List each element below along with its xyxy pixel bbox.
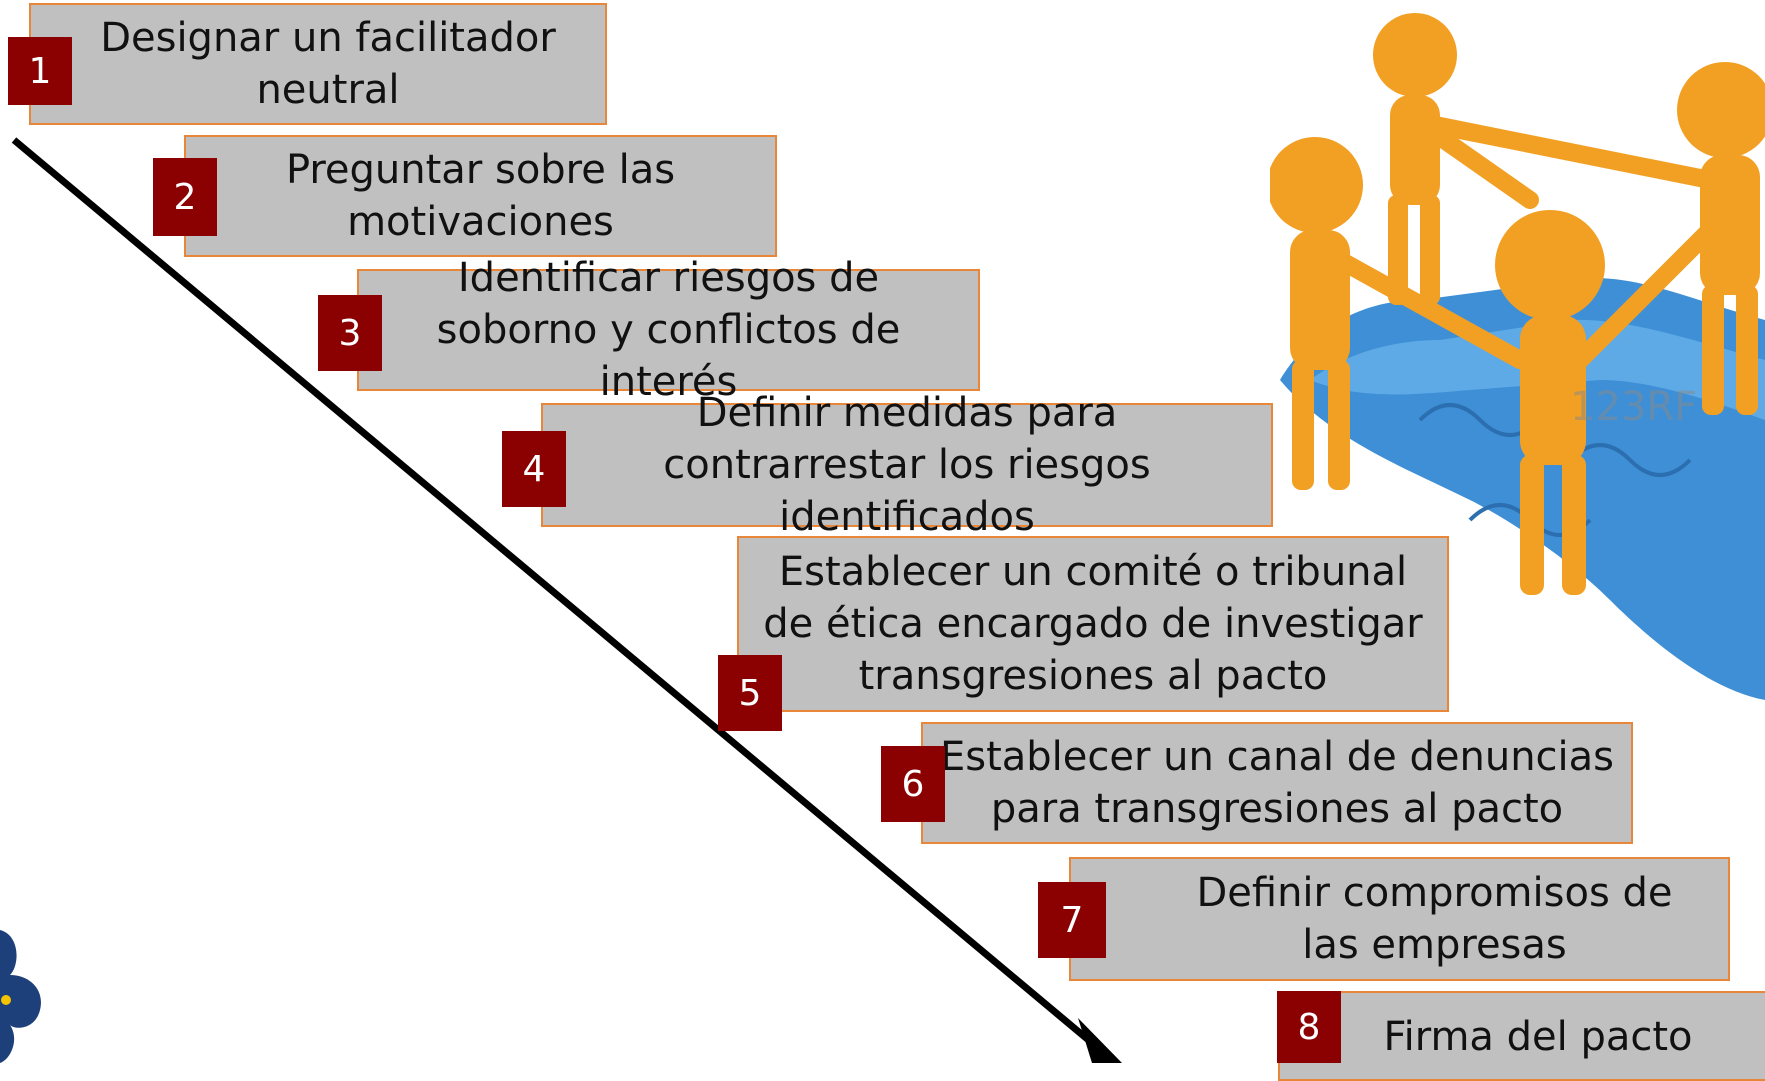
step-2-box: Preguntar sobre las motivaciones — [184, 135, 777, 257]
step-6-number: 6 — [881, 746, 945, 822]
step-3-box: Identificar riesgos de soborno y conflic… — [357, 255, 980, 405]
step-4-box: Definir medidas para contrarrestar los r… — [541, 390, 1273, 540]
step-1-box: Designar un facilitador neutral — [29, 3, 607, 125]
step-8-label: Firma del pacto — [1383, 1014, 1693, 1060]
illustration-watermark: 123RF — [1570, 384, 1697, 430]
step-7-box: Definir compromisos de las empresas — [1069, 857, 1730, 981]
step-2-number: 2 — [153, 158, 217, 236]
logo-icon — [0, 930, 41, 1063]
step-3-label: Identificar riesgos de soborno y conflic… — [436, 255, 901, 405]
step-6-label: Establecer un canal de denuncias para tr… — [939, 734, 1615, 832]
step-8-box: Firma del pacto — [1278, 991, 1765, 1081]
step-8-number: 8 — [1277, 991, 1341, 1063]
team-puzzle-illustration: 123RF — [1270, 13, 1765, 700]
step-5-label: Establecer un comité o tribunal de ética… — [763, 549, 1423, 699]
step-4-label: Definir medidas para contrarrestar los r… — [663, 390, 1151, 540]
step-5-box: Establecer un comité o tribunal de ética… — [737, 536, 1449, 712]
step-7-label: Definir compromisos de las empresas — [1196, 870, 1673, 968]
step-2-label: Preguntar sobre las motivaciones — [285, 147, 676, 245]
figures-icon — [1270, 13, 1765, 595]
step-1-number: 1 — [8, 37, 72, 105]
step-7-number: 7 — [1038, 882, 1106, 958]
step-5-number: 5 — [718, 655, 782, 731]
step-1-label: Designar un facilitador neutral — [100, 15, 556, 113]
step-4-number: 4 — [502, 431, 566, 507]
step-6-box: Establecer un canal de denuncias para tr… — [921, 722, 1633, 844]
step-3-number: 3 — [318, 295, 382, 371]
